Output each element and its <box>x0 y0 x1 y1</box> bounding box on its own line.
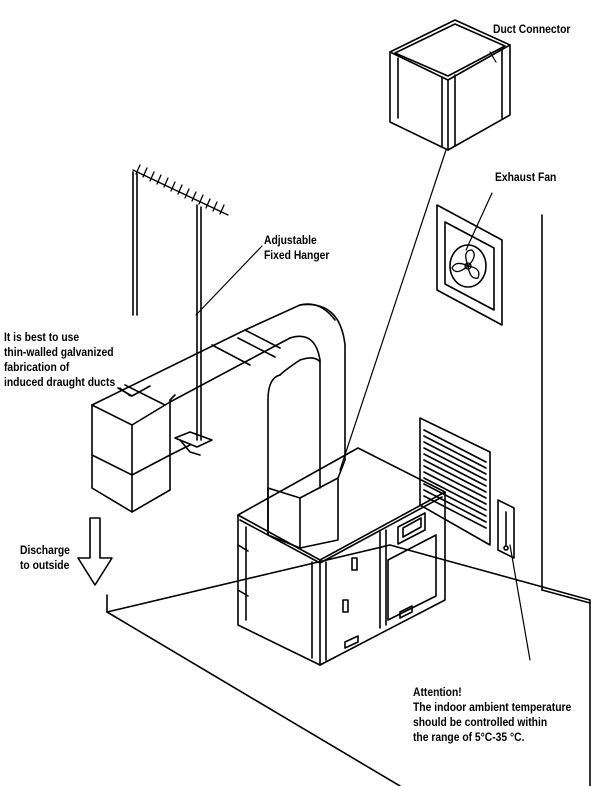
discharge-line-2: to outside <box>20 558 70 572</box>
duct-connector-label: Duct Connector <box>493 22 570 37</box>
duct-connector-text: Duct Connector <box>493 22 571 36</box>
attention-line-3: should be controlled within <box>413 715 548 729</box>
hanger-line-1: Adjustable <box>264 233 317 247</box>
exhaust-fan-text: Exhaust Fan <box>495 170 557 184</box>
leader-lines <box>119 51 531 661</box>
galvanized-line-1: It is best to use <box>4 330 80 344</box>
louvered-vent <box>419 417 491 546</box>
galvanized-line-3: fabrication of <box>4 360 70 374</box>
room-outline <box>106 214 591 786</box>
down-arrow-icon <box>77 517 113 586</box>
attention-line-2: The indoor ambient temperature <box>413 700 572 714</box>
exhaust-fan <box>436 204 503 326</box>
induced-draught-duct <box>91 303 346 549</box>
duct-connector <box>389 19 511 151</box>
exhaust-fan-label: Exhaust Fan <box>495 170 556 185</box>
attention-label: Attention! The indoor ambient temperatur… <box>413 685 571 745</box>
hanger-line-2: Fixed Hanger <box>264 248 330 262</box>
attention-line-4: the range of 5°C-35 °C. <box>413 730 525 744</box>
discharge-label: Discharge to outside <box>20 543 70 573</box>
compressor-unit <box>237 447 446 666</box>
galvanized-label: It is best to use thin-walled galvanized… <box>4 330 115 390</box>
galvanized-line-2: thin-walled galvanized <box>4 345 114 359</box>
fan-blade-icon <box>451 249 480 279</box>
discharge-line-1: Discharge <box>20 543 70 557</box>
thermometer <box>497 499 515 559</box>
attention-line-1: Attention! <box>413 685 462 699</box>
galvanized-line-4: induced draught ducts <box>4 375 116 389</box>
hanger-label: Adjustable Fixed Hanger <box>264 233 329 263</box>
adjustable-fixed-hanger <box>132 171 213 456</box>
ceiling-hatch <box>132 164 229 216</box>
